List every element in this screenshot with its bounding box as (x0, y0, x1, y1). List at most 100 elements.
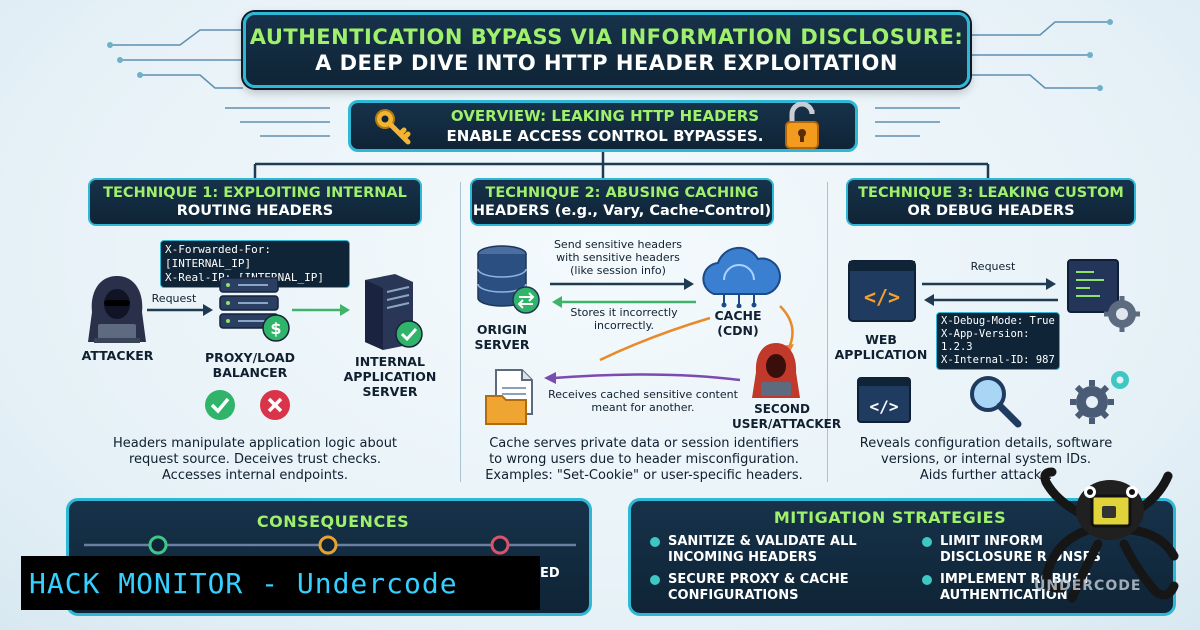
undercode-watermark: UNDERCODE (1034, 578, 1142, 594)
technique-3-line-2: OR DEBUG HEADERS (907, 203, 1075, 219)
overview-line-2: ENABLE ACCESS CONTROL BYPASSES. (446, 127, 764, 145)
technique-2-line-1: TECHNIQUE 2: ABUSING CACHING (485, 185, 759, 201)
request-response-arrows-3 (922, 278, 1058, 306)
technique-2-desc-line-3: Examples: "Set-Cookie" or user-specific … (485, 468, 803, 483)
mitigation-2-line-2: CONFIGURATIONS (668, 588, 799, 603)
stores-line-2: incorrectly. (593, 319, 655, 332)
technique-2-description: Cache serves private data or session ide… (466, 436, 822, 484)
origin-server-label: ORIGIN SERVER (462, 322, 542, 352)
debug-header-2: X-App-Version: 1.2.3 (941, 328, 1030, 353)
internal-server-tower-icon (365, 274, 423, 350)
svg-text:</>: </> (870, 397, 899, 416)
proxy-server-stack-icon: $ (219, 277, 290, 342)
mitigation-3-line-1: LIMIT INFORM (940, 534, 1043, 549)
unlocked-padlock-icon (785, 102, 819, 149)
request-label-3: Request (970, 260, 1016, 273)
mitigation-item-2: SECURE PROXY & CACHE CONFIGURATIONS (650, 572, 910, 604)
mitigation-4-line-2: AUTHENTICATION (940, 588, 1068, 603)
web-label-line-1: WEB (865, 332, 897, 347)
origin-label-line-2: SERVER (474, 337, 530, 352)
magnifier-icon (970, 376, 1022, 428)
technique-3-desc-line-3: Aids further attacks. (919, 468, 1053, 483)
mitigation-item-1: SANITIZE & VALIDATE ALL INCOMING HEADERS (650, 534, 910, 566)
proxy-label-line-2: BALANCER (212, 365, 288, 380)
technique-3-desc-line-1: Reveals configuration details, software (859, 436, 1113, 451)
server-code-gear-icon (1067, 259, 1140, 332)
receives-line-1: Receives cached sensitive content (548, 388, 738, 401)
forward-arrow-1 (292, 304, 350, 316)
receives-line-2: meant for another. (591, 401, 695, 414)
column-divider-1 (460, 182, 461, 482)
document-folder-icon (485, 369, 533, 425)
attacker-label: ATTACKER (81, 348, 154, 363)
hack-monitor-banner: HACK MONITOR - Undercode (21, 556, 540, 610)
mitigation-3-line-2: DISCLOSURE R (940, 550, 1047, 565)
server-label-line-2: APPLICATION (343, 369, 437, 384)
debug-headers-box: X-Debug-Mode: True X-App-Version: 1.2.3 … (936, 312, 1060, 370)
code-window-icon: </> (848, 260, 916, 322)
second-label-line-2: USER/ATTACKER (732, 417, 842, 431)
bullet-dot (922, 575, 932, 585)
second-user-label: SECOND USER/ATTACKER (732, 402, 842, 432)
technique-3-line-1: TECHNIQUE 3: LEAKING CUSTOM (858, 185, 1124, 201)
stores-incorrectly-text: Stores it incorrectly incorrectly. (562, 306, 686, 332)
send-line-3: (like session info) (570, 264, 666, 277)
origin-database-icon (477, 245, 540, 314)
stores-line-1: Stores it incorrectly (570, 306, 678, 319)
debug-header-3: X-Internal-ID: 987 (941, 354, 1055, 366)
send-sensitive-text: Send sensitive headers with sensitive he… (548, 238, 688, 277)
octopus-hacker-logo-icon (1040, 467, 1179, 603)
key-icon (375, 109, 411, 145)
second-attacker-icon (752, 343, 800, 398)
title-line-2: A DEEP DIVE INTO HTTP HEADER EXPLOITATIO… (315, 51, 898, 75)
mitigation-2-line-1: SECURE PROXY & CACHE (668, 572, 849, 587)
svg-text:$: $ (270, 319, 281, 338)
technique-1-line-2: ROUTING HEADERS (176, 203, 334, 219)
proxy-label: PROXY/LOAD BALANCER (195, 350, 305, 380)
proxy-label-line-1: PROXY/LOAD (204, 350, 296, 365)
technique-3-header: TECHNIQUE 3: LEAKING CUSTOM OR DEBUG HEA… (846, 178, 1136, 226)
consequences-title: CONSEQUENCES (256, 512, 410, 531)
technique-1-line-1: TECHNIQUE 1: EXPLOITING INTERNAL (103, 185, 407, 201)
request-label-1: Request (151, 292, 197, 305)
cloud-cache-icon (702, 246, 781, 308)
check-icon (205, 390, 235, 420)
technique-1-description: Headers manipulate application logic abo… (70, 436, 440, 484)
cross-icon (260, 390, 290, 420)
technique-2-desc-line-1: Cache serves private data or session ide… (489, 436, 799, 451)
technique-1-desc-line-2: request source. Deceives trust checks. (129, 452, 381, 467)
consequences-timeline (84, 535, 576, 555)
title-banner: AUTHENTICATION BYPASS VIA INFORMATION DI… (243, 12, 970, 88)
bullet-dot (650, 537, 660, 547)
send-line-2: with sensitive headers (556, 251, 680, 264)
web-application-label: WEB APPLICATION (826, 332, 936, 362)
technique-2-line-2: HEADERS (e.g., Vary, Cache-Control) (472, 203, 772, 219)
mitigation-1-line-2: INCOMING HEADERS (668, 550, 818, 565)
mitigation-title: MITIGATION STRATEGIES (773, 508, 1007, 527)
technique-1-desc-line-3: Accesses internal endpoints. (162, 468, 348, 483)
debug-header-1: X-Debug-Mode: True (941, 315, 1055, 327)
column-divider-2 (827, 182, 828, 482)
technique-1-desc-line-1: Headers manipulate application logic abo… (112, 436, 398, 451)
mitigation-1-line-1: SANITIZE & VALIDATE ALL (668, 534, 857, 549)
technique-3-description: Reveals configuration details, software … (836, 436, 1136, 484)
cache-cdn-label: CACHE (CDN) (700, 308, 776, 338)
consequence-partial-text: ED (540, 566, 560, 581)
internal-server-label: INTERNAL APPLICATION SERVER (330, 354, 450, 399)
code-file-icon: </> (857, 377, 911, 423)
origin-cache-arrows (550, 278, 696, 308)
gears-icon (1070, 371, 1129, 424)
cache-label-line-1: CACHE (714, 308, 762, 323)
title-line-1: AUTHENTICATION BYPASS VIA INFORMATION DI… (249, 25, 964, 49)
cache-label-line-2: (CDN) (717, 323, 759, 338)
second-label-line-1: SECOND (754, 402, 810, 416)
server-label-line-1: INTERNAL (355, 354, 425, 369)
bullet-dot (650, 575, 660, 585)
request-arrow-1 (147, 304, 213, 316)
technique-2-desc-line-2: to wrong users due to header misconfigur… (489, 452, 799, 467)
svg-text:</>: </> (864, 285, 900, 309)
server-label-line-3: SERVER (362, 384, 418, 399)
origin-label-line-1: ORIGIN (476, 322, 528, 337)
web-label-line-2: APPLICATION (834, 347, 928, 362)
